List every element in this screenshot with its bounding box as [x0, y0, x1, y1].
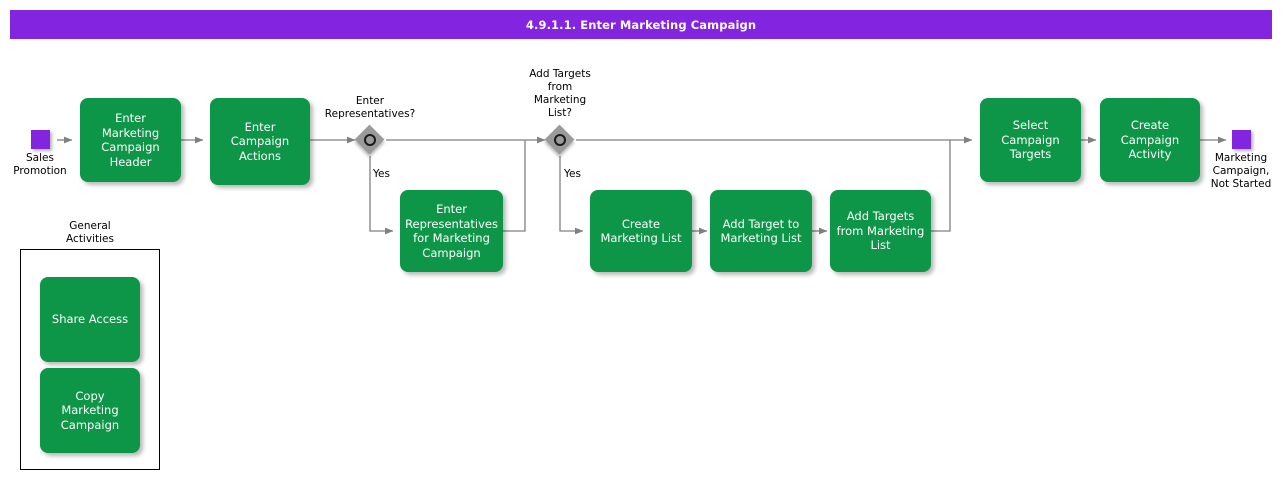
task-label: Create Campaign Activity: [1120, 118, 1180, 162]
gateway-caption-line1: Enter: [355, 95, 385, 107]
task-label: Add Target to Marketing List: [720, 216, 802, 246]
gateway-add-targets-from-marketing-list[interactable]: [544, 124, 575, 155]
group-caption-line2: Activities: [66, 233, 114, 245]
task-copy-marketing-campaign[interactable]: Copy Marketing Campaign: [40, 368, 140, 453]
gateway-enter-representatives-yes-label: Yes: [373, 168, 390, 180]
group-caption-line1: General: [69, 220, 111, 232]
task-select-campaign-targets[interactable]: Select Campaign Targets: [980, 98, 1081, 182]
task-label: Create Marketing List: [600, 216, 682, 246]
general-activities-group: [20, 249, 160, 470]
end-event-caption-line2: Campaign,: [1212, 165, 1270, 177]
end-event-caption-line3: Not Started: [1210, 178, 1272, 190]
task-label: Add Targets from Marketing List: [836, 209, 925, 253]
task-create-marketing-list[interactable]: Create Marketing List: [590, 190, 692, 272]
task-add-target-to-marketing-list[interactable]: Add Target to Marketing List: [710, 190, 812, 272]
task-label: Enter Campaign Actions: [230, 119, 290, 163]
end-event-caption-line1: Marketing: [1214, 152, 1268, 164]
edge-addtargets-return: [931, 140, 951, 232]
task-share-access[interactable]: Share Access: [40, 277, 140, 362]
task-add-targets-from-marketing-list[interactable]: Add Targets from Marketing List: [830, 190, 931, 272]
task-label: Copy Marketing Campaign: [60, 388, 120, 432]
gateway-caption-line2: Representatives?: [324, 108, 416, 120]
general-activities-caption: General Activities: [20, 220, 160, 246]
gateway-caption-line4: List?: [548, 107, 572, 119]
start-event-caption-line1: Sales: [26, 152, 54, 164]
page-title: 4.9.1.1. Enter Marketing Campaign: [525, 17, 757, 32]
diagram-title-bar: 4.9.1.1. Enter Marketing Campaign: [10, 10, 1272, 39]
start-event-node[interactable]: [31, 130, 50, 149]
task-label: Enter Marketing Campaign Header: [101, 111, 160, 169]
gateway-add-targets-caption: Add Targets from Marketing List?: [500, 68, 620, 120]
end-event-caption: Marketing Campaign, Not Started: [1196, 152, 1284, 191]
gateway-enter-representatives[interactable]: [354, 124, 385, 155]
gateway-enter-representatives-caption: Enter Representatives?: [300, 95, 440, 121]
gateway-caption-line1: Add Targets: [529, 68, 591, 80]
task-enter-marketing-campaign-header[interactable]: Enter Marketing Campaign Header: [80, 98, 181, 182]
task-enter-representatives-for-marketing-campaign[interactable]: Enter Representatives for Marketing Camp…: [400, 190, 503, 272]
gateway-caption-line3: Marketing: [533, 94, 587, 106]
task-label: Select Campaign Targets: [1001, 118, 1060, 162]
task-label: Enter Representatives for Marketing Camp…: [405, 202, 498, 260]
gateway-ring-icon: [554, 134, 566, 146]
gateway-caption-line2: from: [547, 81, 573, 93]
start-event-caption-line2: Promotion: [13, 165, 67, 177]
gateway-add-targets-yes-label: Yes: [564, 168, 581, 180]
task-enter-campaign-actions[interactable]: Enter Campaign Actions: [210, 98, 310, 185]
gateway-ring-icon: [364, 134, 376, 146]
task-create-campaign-activity[interactable]: Create Campaign Activity: [1100, 98, 1200, 182]
start-event-caption: Sales Promotion: [0, 152, 85, 178]
task-label: Share Access: [51, 312, 129, 327]
edge-representatives-return: [503, 140, 526, 232]
end-event-node[interactable]: [1232, 130, 1251, 149]
